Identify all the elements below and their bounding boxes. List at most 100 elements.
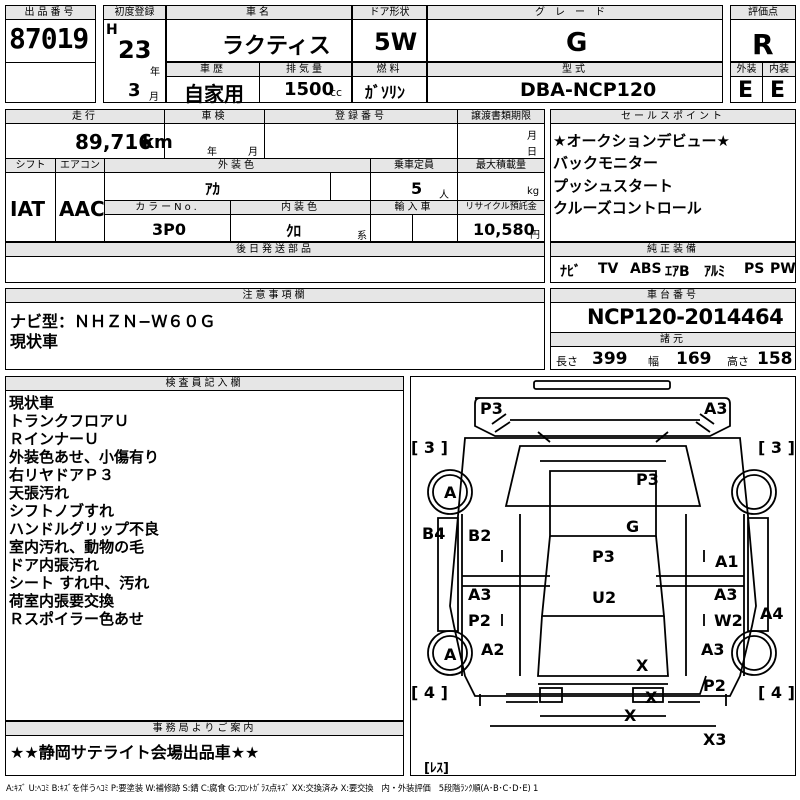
diag-bracket-3-left: [ 3 ]	[411, 438, 448, 457]
ext-label: 外装	[730, 62, 763, 77]
capacity-unit: 人	[439, 190, 449, 201]
fuel: ｶﾞｿﾘﾝ	[365, 83, 406, 102]
regno-label: 登録番号	[264, 109, 458, 124]
legend: A:ｷｽﾞ U:ﾍｺﾐ B:ｷｽﾞを伴うﾍｺﾐ P:要塗装 W:補修跡 S:錆 …	[6, 783, 539, 793]
diag-p3-tl: P3	[480, 399, 503, 418]
capacity-label: 乗車定員	[370, 158, 458, 173]
color-no: 3P0	[152, 220, 186, 239]
insp-month: 月	[248, 147, 258, 158]
int-color-unit: 系	[357, 231, 367, 242]
year-unit: 年	[150, 67, 160, 78]
lot-label: 出品番号	[5, 5, 96, 20]
car-name: ラクティス	[222, 34, 331, 59]
recycle-unit: 円	[530, 230, 540, 241]
equip-alloy: ｱﾙﾐ	[704, 264, 725, 280]
disp-label: 排気量	[259, 62, 352, 77]
shift: IAT	[10, 197, 46, 221]
diag-a3-right: A3	[714, 585, 738, 604]
length-label: 長さ	[556, 355, 578, 368]
diag-w2: W2	[714, 611, 743, 630]
diag-a3-left: A3	[468, 585, 492, 604]
length: 399	[592, 349, 628, 369]
load-unit: kg	[527, 186, 540, 197]
inspector-line-6: 天張汚れ	[9, 484, 70, 502]
diag-a4: A4	[760, 604, 784, 623]
caution-line-1: ナビ型：ＮＨＺＮ−Ｗ６０Ｇ	[10, 312, 216, 331]
inspector-line-10: ドア内張汚れ	[9, 556, 100, 574]
inspector-line-4: 外装色あせ、小傷有り	[9, 448, 160, 466]
inspector-line-13: Ｒスポイラー色あせ	[9, 610, 145, 628]
name-label: 車名	[166, 5, 352, 20]
equip-navi: ﾅﾋﾞ	[560, 264, 581, 280]
sales-point-2: バックモニター	[553, 154, 659, 172]
equip-ps: PS	[744, 261, 765, 277]
month-unit: 月	[149, 92, 159, 103]
reg-era: H	[106, 22, 118, 38]
disp-unit: cc	[330, 86, 343, 99]
score-label: 評価点	[730, 5, 796, 20]
inspector-line-12: 荷室内張要交換	[9, 592, 115, 610]
history-label: 車歴	[166, 62, 260, 77]
history: 自家用	[184, 82, 244, 106]
recycle-label: リサイクル預託金	[457, 200, 545, 215]
inspector-line-5: 右リヤドアＰ３	[9, 466, 115, 484]
chassis-label: 車台番号	[550, 288, 796, 303]
displacement: 1500	[284, 79, 335, 100]
diag-spare: [ﾚｽ]	[424, 761, 449, 776]
sales-point-1: ★オークションデビュー★	[553, 132, 730, 150]
diag-u2: U2	[592, 588, 617, 607]
caution-label: 注意事項欄	[5, 288, 545, 303]
ac-label: エアコン	[55, 158, 105, 173]
int-label: 内装	[762, 62, 796, 77]
diag-bracket-4-right: [ 4 ]	[758, 683, 795, 702]
int-color: ｸﾛ	[286, 222, 302, 240]
width: 169	[676, 349, 712, 369]
diag-p3-roof: P3	[636, 470, 659, 489]
caution-line-2: 現状車	[10, 332, 59, 351]
intcolor-label: 内装色	[230, 200, 371, 215]
height-label: 高さ	[727, 355, 749, 368]
recycle: 10,580	[473, 220, 535, 239]
reg-label: 初度登録	[103, 5, 166, 20]
diag-a-bl: A	[444, 645, 457, 664]
doors: 5W	[374, 28, 418, 56]
vehicle-info-box	[5, 109, 545, 242]
mileage: 89,716	[75, 130, 153, 154]
diag-bracket-3-right: [ 3 ]	[758, 438, 795, 457]
grade-label: グレード	[427, 5, 723, 20]
diag-x-3: X	[624, 706, 637, 725]
diag-g: G	[626, 517, 640, 536]
diag-b4: B4	[422, 524, 446, 543]
reg-month: 3	[128, 80, 141, 101]
inspector-line-8: ハンドルグリップ不良	[9, 520, 160, 538]
mileage-unit: km	[142, 132, 173, 153]
diag-a1: A1	[715, 552, 739, 571]
diag-p3-center: P3	[592, 547, 615, 566]
diag-p2-right: P2	[703, 676, 726, 695]
inspector-line-11: シート すれ中、汚れ	[9, 574, 150, 592]
diag-a2: A2	[481, 640, 505, 659]
equipment-label: 純正装備	[550, 242, 796, 257]
inspector-line-9: 室内汚れ、動物の毛	[9, 538, 145, 556]
transfer-day: 日	[527, 147, 537, 158]
diag-a3-br: A3	[701, 640, 725, 659]
transfer-month: 月	[527, 131, 537, 142]
car-diagram-box	[410, 376, 796, 776]
ext-grade: E	[738, 78, 754, 103]
shift-label: シフト	[5, 158, 56, 173]
insp-year: 年	[207, 147, 217, 158]
car-diagram	[427, 380, 777, 727]
chassis-number: NCP120-2014464	[587, 305, 784, 329]
import-label: 輸入車	[370, 200, 458, 215]
diag-a-tl: A	[444, 483, 457, 502]
color-label: 外装色	[104, 158, 371, 173]
spec-label: 諸元	[550, 332, 796, 347]
reg-year: 23	[118, 36, 152, 64]
sales-point-4: クルーズコントロール	[553, 199, 702, 217]
transfer-label: 譲渡書類期限	[457, 109, 545, 124]
diag-p2-left: P2	[468, 611, 491, 630]
equip-tv: TV	[598, 261, 619, 277]
equip-abs: ABS	[630, 261, 662, 277]
score: R	[752, 28, 774, 61]
equip-airbag: ｴｱB	[665, 264, 690, 280]
